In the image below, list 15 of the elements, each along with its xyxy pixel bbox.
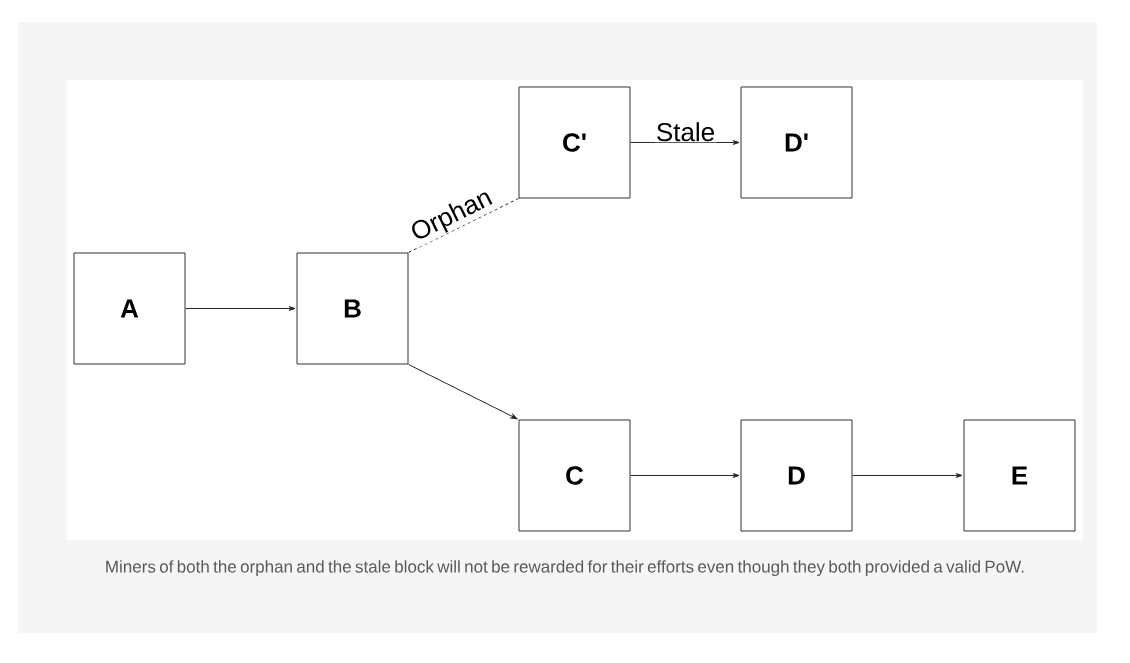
block-box: C' xyxy=(518,86,631,199)
arrow xyxy=(630,140,740,145)
block-box: D' xyxy=(740,86,853,199)
dashed-line xyxy=(408,198,519,253)
arrow xyxy=(852,473,963,478)
arrow xyxy=(185,306,296,311)
block-box: C xyxy=(518,419,631,532)
caption: Miners of both the orphan and the stale block will not be rewarded for their efforts even though they both provided a valid PoW. xyxy=(106,560,1024,577)
arrow xyxy=(408,364,518,420)
block-box: B xyxy=(296,252,409,365)
edge-label: Stale xyxy=(657,122,714,142)
block-box: D xyxy=(740,419,853,532)
block-box: A xyxy=(73,252,186,365)
arrow xyxy=(630,473,740,478)
block-box: E xyxy=(963,419,1076,532)
